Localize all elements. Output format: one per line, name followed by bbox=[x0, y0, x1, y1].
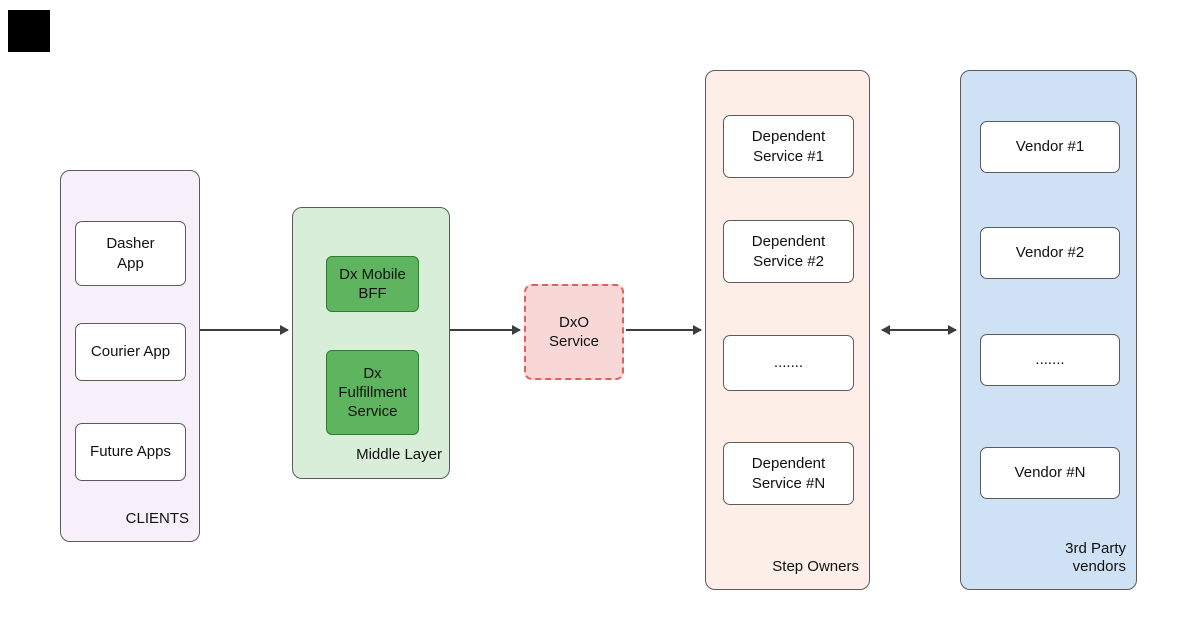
node-vendor-1-label: Vendor #1 bbox=[1015, 138, 1085, 156]
arrowhead-right-icon bbox=[280, 325, 289, 335]
node-dx-mobile-bff-label: Dx Mobile BFF bbox=[339, 265, 406, 302]
node-dependent-service-2-label: Dependent Service #2 bbox=[751, 233, 826, 270]
node-dx-mobile-bff: Dx Mobile BFF bbox=[326, 256, 419, 312]
node-vendor-2-label: Vendor #2 bbox=[1015, 244, 1085, 262]
node-step-owners-ellipsis-label: ....... bbox=[773, 354, 804, 372]
clients-label: CLIENTS bbox=[125, 510, 189, 528]
node-vendor-2: Vendor #2 bbox=[980, 227, 1120, 279]
node-dependent-service-1-label: Dependent Service #1 bbox=[751, 128, 826, 165]
node-dxo-service: DxO Service bbox=[524, 284, 624, 380]
node-courier-app: Courier App bbox=[75, 323, 186, 381]
node-vendor-n-label: Vendor #N bbox=[1014, 464, 1086, 482]
node-dependent-service-n: Dependent Service #N bbox=[723, 442, 854, 505]
arrowhead-left-icon bbox=[881, 325, 890, 335]
node-courier-app-label: Courier App bbox=[90, 343, 171, 361]
node-vendor-n: Vendor #N bbox=[980, 447, 1120, 499]
arrowhead-right-icon bbox=[948, 325, 957, 335]
node-dasher-app: Dasher App bbox=[75, 221, 186, 286]
arrowhead-right-icon bbox=[693, 325, 702, 335]
arrow-dxo-to-step-owners bbox=[626, 325, 702, 335]
middle-layer-group: Dx Mobile BFF Dx Fulfillment Service Mid… bbox=[292, 207, 450, 479]
arrowhead-right-icon bbox=[512, 325, 521, 335]
node-step-owners-ellipsis: ....... bbox=[723, 335, 854, 391]
node-dependent-service-2: Dependent Service #2 bbox=[723, 220, 854, 283]
vendors-group: Vendor #1 Vendor #2 ....... Vendor #N 3r… bbox=[960, 70, 1137, 590]
node-future-apps-label: Future Apps bbox=[90, 443, 171, 461]
node-vendors-ellipsis: ....... bbox=[980, 334, 1120, 386]
clients-group: Dasher App Courier App Future Apps CLIEN… bbox=[60, 170, 200, 542]
node-dx-fulfillment-service-label: Dx Fulfillment Service bbox=[338, 364, 407, 421]
node-vendor-1: Vendor #1 bbox=[980, 121, 1120, 173]
arrow-clients-to-middle bbox=[200, 325, 289, 335]
node-dependent-service-1: Dependent Service #1 bbox=[723, 115, 854, 178]
node-dx-fulfillment-service: Dx Fulfillment Service bbox=[326, 350, 419, 435]
node-dasher-app-label: Dasher App bbox=[106, 235, 155, 272]
step-owners-label: Step Owners bbox=[772, 558, 859, 576]
node-dxo-service-label: DxO Service bbox=[548, 313, 600, 350]
arrow-middle-to-dxo bbox=[450, 325, 521, 335]
node-future-apps: Future Apps bbox=[75, 423, 186, 481]
step-owners-group: Dependent Service #1 Dependent Service #… bbox=[705, 70, 870, 590]
vendors-label: 3rd Party vendors bbox=[1065, 539, 1126, 576]
arrow-step-owners-vendors-bidirectional bbox=[881, 325, 957, 335]
corner-black-square bbox=[8, 10, 50, 52]
middle-layer-label: Middle Layer bbox=[356, 446, 442, 464]
node-dependent-service-n-label: Dependent Service #N bbox=[751, 455, 826, 492]
node-vendors-ellipsis-label: ....... bbox=[1035, 351, 1065, 369]
